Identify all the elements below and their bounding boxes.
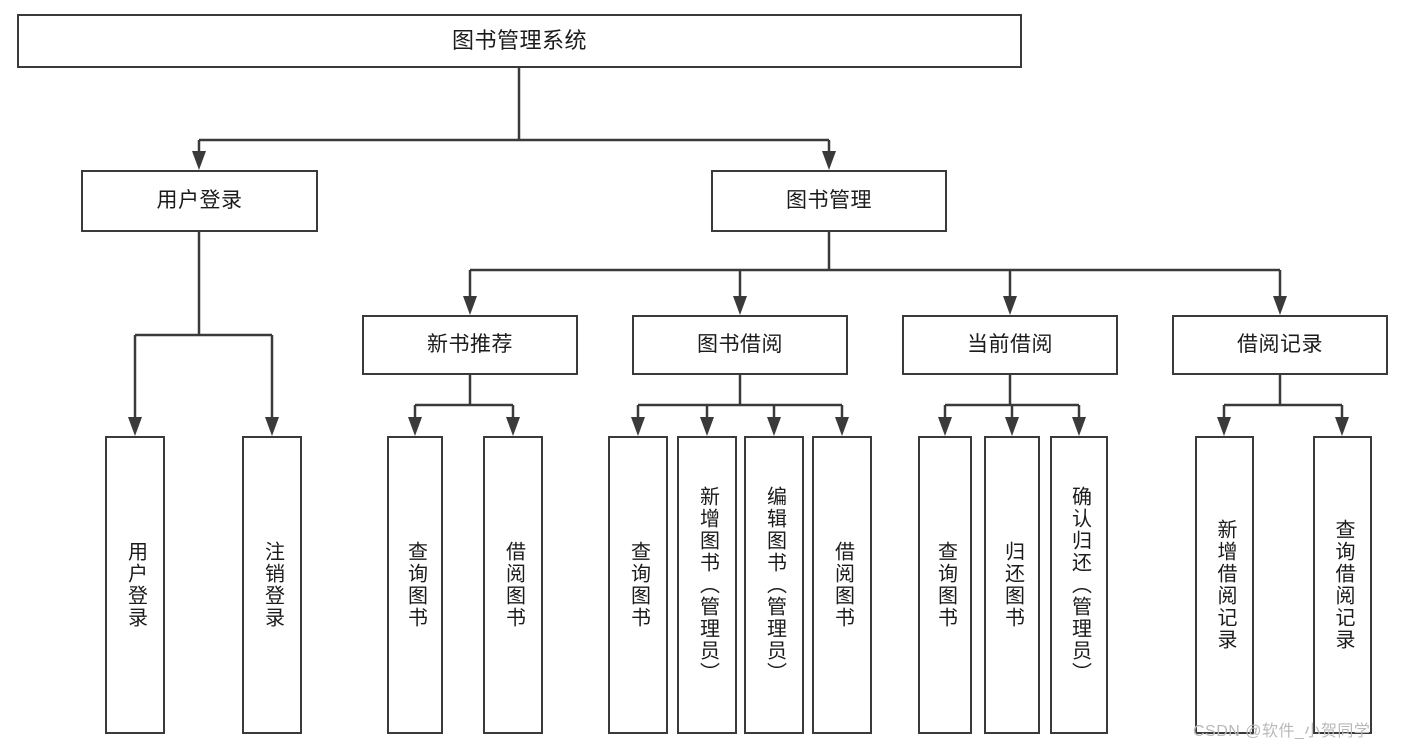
leaf-logout-label: 注销登录 <box>261 541 284 629</box>
leaf-query-book-borrow[interactable]: 查询图书 <box>608 436 668 734</box>
leaf-confirm-return-admin-label: 确认归还（管理员） <box>1068 486 1091 684</box>
node-borrow-record-label: 借阅记录 <box>1237 333 1323 357</box>
node-new-book-recommend-label: 新书推荐 <box>427 333 513 357</box>
leaf-borrow-book-recommend[interactable]: 借阅图书 <box>483 436 543 734</box>
leaf-add-book-admin[interactable]: 新增图书（管理员） <box>677 436 737 734</box>
leaf-user-login-label: 用户登录 <box>124 541 147 629</box>
node-user-login-label: 用户登录 <box>156 189 243 213</box>
leaf-return-book[interactable]: 归还图书 <box>984 436 1040 734</box>
leaf-query-book-current[interactable]: 查询图书 <box>918 436 972 734</box>
node-root[interactable]: 图书管理系统 <box>17 14 1022 68</box>
leaf-logout[interactable]: 注销登录 <box>242 436 302 734</box>
node-book-management[interactable]: 图书管理 <box>711 170 947 232</box>
node-borrow-record[interactable]: 借阅记录 <box>1172 315 1388 375</box>
leaf-query-book-recommend[interactable]: 查询图书 <box>387 436 443 734</box>
node-current-borrow[interactable]: 当前借阅 <box>902 315 1118 375</box>
node-root-label: 图书管理系统 <box>451 27 587 53</box>
leaf-edit-book-admin[interactable]: 编辑图书（管理员） <box>744 436 804 734</box>
leaf-borrow-book[interactable]: 借阅图书 <box>812 436 872 734</box>
leaf-user-login[interactable]: 用户登录 <box>105 436 165 734</box>
node-book-borrow[interactable]: 图书借阅 <box>632 315 848 375</box>
leaf-query-book-recommend-label: 查询图书 <box>404 541 427 629</box>
node-book-management-label: 图书管理 <box>786 189 872 213</box>
leaf-return-book-label: 归还图书 <box>1001 541 1024 629</box>
leaf-borrow-book-recommend-label: 借阅图书 <box>502 541 525 629</box>
leaf-query-borrow-record[interactable]: 查询借阅记录 <box>1313 436 1372 734</box>
node-user-login[interactable]: 用户登录 <box>81 170 318 232</box>
leaf-query-book-current-label: 查询图书 <box>934 541 957 629</box>
leaf-add-book-admin-label: 新增图书（管理员） <box>696 486 719 684</box>
watermark: CSDN @软件_小贺同学 <box>1193 723 1371 740</box>
leaf-edit-book-admin-label: 编辑图书（管理员） <box>763 486 786 684</box>
node-new-book-recommend[interactable]: 新书推荐 <box>362 315 578 375</box>
leaf-confirm-return-admin[interactable]: 确认归还（管理员） <box>1050 436 1108 734</box>
leaf-add-borrow-record-label: 新增借阅记录 <box>1214 519 1236 651</box>
leaf-add-borrow-record[interactable]: 新增借阅记录 <box>1195 436 1254 734</box>
node-book-borrow-label: 图书借阅 <box>697 333 783 357</box>
leaf-query-borrow-record-label: 查询借阅记录 <box>1332 519 1354 651</box>
node-current-borrow-label: 当前借阅 <box>967 333 1053 357</box>
leaf-borrow-book-label: 借阅图书 <box>831 541 854 629</box>
leaf-query-book-borrow-label: 查询图书 <box>627 541 650 629</box>
